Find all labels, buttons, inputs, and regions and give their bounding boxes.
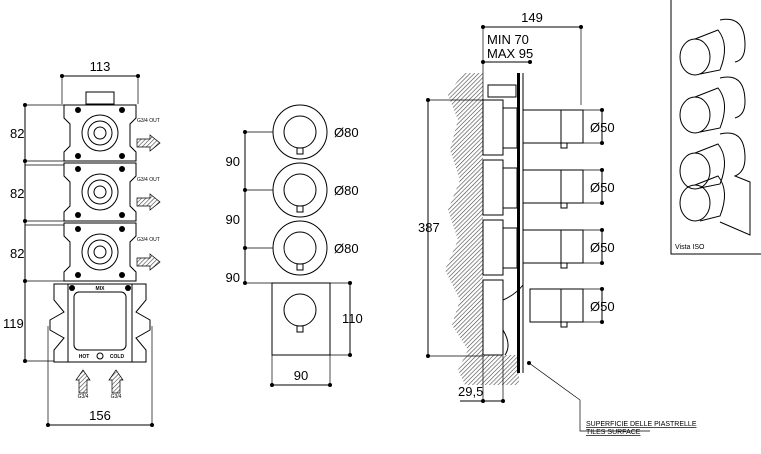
dimension-height: 387 bbox=[418, 98, 483, 358]
svg-text:TILES SURFACE: TILES SURFACE bbox=[586, 429, 641, 436]
svg-text:387: 387 bbox=[418, 220, 440, 235]
round-plate: Ø80 bbox=[272, 220, 359, 276]
knob bbox=[522, 169, 584, 209]
dimension-width-top: 113 bbox=[60, 59, 140, 104]
dimension-square-height: 110 bbox=[330, 281, 363, 357]
svg-text:110: 110 bbox=[342, 311, 363, 326]
mixer-module: MIX HOT COLD G3/4 G3/4 bbox=[49, 283, 151, 400]
svg-text:COLD: COLD bbox=[110, 354, 125, 360]
knob bbox=[529, 288, 584, 328]
svg-text:113: 113 bbox=[90, 59, 111, 74]
svg-text:MAX 95: MAX 95 bbox=[487, 46, 533, 61]
valve-module: G3/4 OUT bbox=[63, 222, 161, 282]
cold-inlet-arrow-icon bbox=[108, 369, 124, 394]
svg-text:G3/4: G3/4 bbox=[78, 394, 89, 400]
plate-view: Ø80 Ø80 Ø80 90 90 90 bbox=[226, 104, 363, 387]
svg-text:90: 90 bbox=[226, 212, 240, 227]
outlet-arrow-icon bbox=[136, 134, 161, 152]
svg-text:82: 82 bbox=[10, 186, 24, 201]
tiles-surface-callout: SUPERFICIE DELLE PIASTRELLE TILES SURFAC… bbox=[527, 361, 697, 436]
svg-text:156: 156 bbox=[89, 408, 111, 423]
wall-bottom bbox=[483, 355, 519, 385]
valve-body bbox=[482, 99, 524, 356]
svg-text:Ø50: Ø50 bbox=[590, 180, 615, 195]
svg-text:G3/4: G3/4 bbox=[111, 394, 122, 400]
svg-text:Ø50: Ø50 bbox=[590, 299, 615, 314]
hot-inlet-arrow-icon bbox=[75, 369, 91, 394]
svg-text:90: 90 bbox=[294, 368, 308, 383]
square-plate bbox=[271, 282, 331, 356]
knob bbox=[522, 109, 584, 149]
round-plate: Ø80 bbox=[272, 104, 359, 160]
svg-text:Ø50: Ø50 bbox=[590, 120, 615, 135]
side-view: Ø50 Ø50 Ø50 Ø50 149 MIN 70 MAX 95 bbox=[418, 10, 697, 436]
dimension-knob-diameters: Ø50 Ø50 Ø50 Ø50 bbox=[583, 108, 615, 324]
svg-text:SUPERFICIE DELLE PIASTRELLE: SUPERFICIE DELLE PIASTRELLE bbox=[586, 421, 697, 428]
svg-text:90: 90 bbox=[226, 270, 240, 285]
svg-text:Ø80: Ø80 bbox=[334, 241, 359, 256]
front-view: 113 G3/4 OUT G3/4 OUT G3/4 OUT bbox=[3, 59, 161, 427]
svg-text:82: 82 bbox=[10, 246, 24, 261]
valve-module: G3/4 OUT bbox=[63, 162, 161, 222]
svg-text:29,5: 29,5 bbox=[458, 384, 483, 399]
svg-text:G3/4 OUT: G3/4 OUT bbox=[137, 177, 160, 183]
svg-text:Ø80: Ø80 bbox=[334, 183, 359, 198]
valve-module: G3/4 OUT bbox=[63, 104, 161, 162]
svg-text:Ø80: Ø80 bbox=[334, 125, 359, 140]
svg-text:MIN 70: MIN 70 bbox=[487, 32, 529, 47]
svg-text:G3/4 OUT: G3/4 OUT bbox=[137, 118, 160, 124]
outlet-arrow-icon bbox=[136, 193, 161, 211]
knob bbox=[522, 229, 584, 269]
svg-text:G3/4 OUT: G3/4 OUT bbox=[137, 237, 160, 243]
svg-text:HOT: HOT bbox=[79, 354, 90, 360]
wall-section bbox=[445, 73, 483, 385]
outlet-arrow-icon bbox=[136, 253, 161, 271]
svg-text:82: 82 bbox=[10, 126, 24, 141]
dimension-depth: 149 MIN 70 MAX 95 bbox=[481, 10, 583, 105]
top-connector bbox=[85, 91, 115, 105]
tile-layer bbox=[517, 73, 520, 373]
iso-knobs-illustration bbox=[679, 18, 751, 236]
iso-view-label: Vista ISO bbox=[675, 244, 705, 251]
iso-view: Vista ISO bbox=[670, 0, 761, 255]
round-plate: Ø80 bbox=[272, 162, 359, 218]
svg-text:149: 149 bbox=[521, 10, 543, 25]
dimension-module-heights: 82 82 82 119 bbox=[3, 103, 64, 363]
svg-text:Ø50: Ø50 bbox=[590, 240, 615, 255]
svg-text:90: 90 bbox=[226, 154, 240, 169]
dimension-offset: 29,5 bbox=[458, 356, 505, 403]
svg-text:MIX: MIX bbox=[96, 286, 106, 292]
svg-text:119: 119 bbox=[3, 316, 24, 331]
dimension-square-width: 90 bbox=[270, 355, 332, 387]
dimension-width-bottom: 156 bbox=[46, 326, 154, 427]
dimension-plate-spacing: 90 90 90 bbox=[226, 130, 273, 285]
